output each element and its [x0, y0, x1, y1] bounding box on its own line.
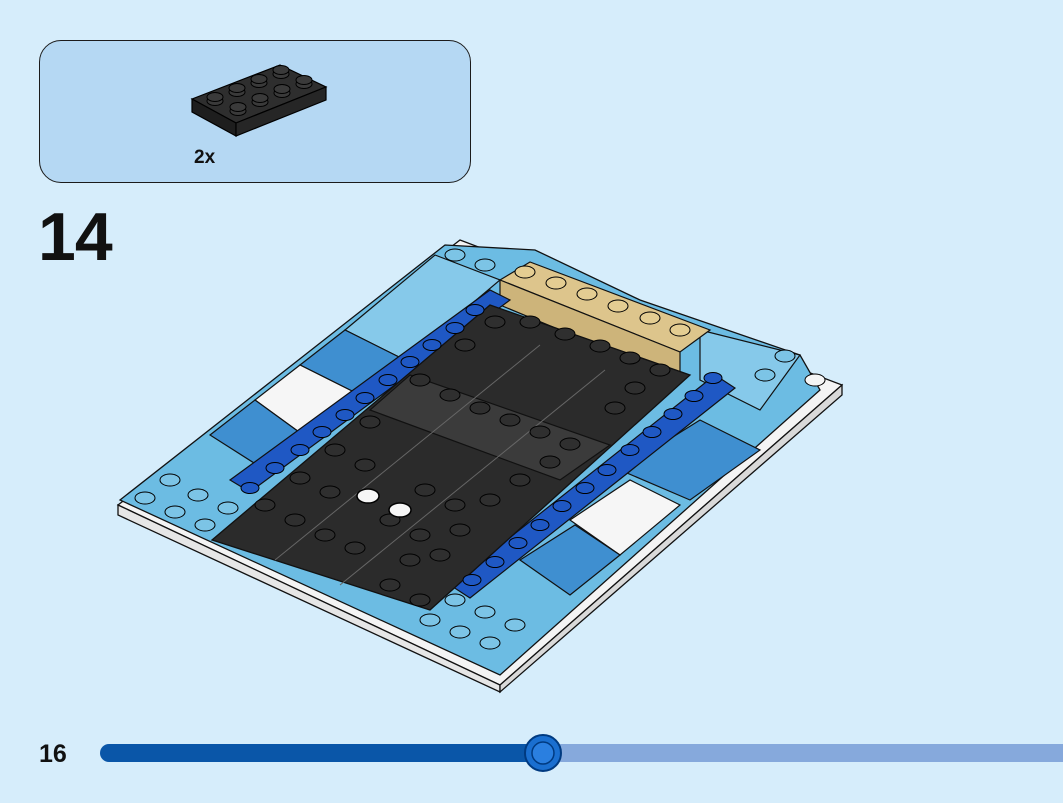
- progress-track: [490, 744, 1063, 762]
- step-number: 14: [38, 199, 113, 275]
- page-number: 16: [39, 740, 67, 768]
- parts-callout: 2x: [39, 40, 471, 183]
- progress-fill: [100, 744, 543, 762]
- black-plate-2x4-icon: [190, 64, 328, 138]
- part-quantity: 2x: [194, 147, 216, 168]
